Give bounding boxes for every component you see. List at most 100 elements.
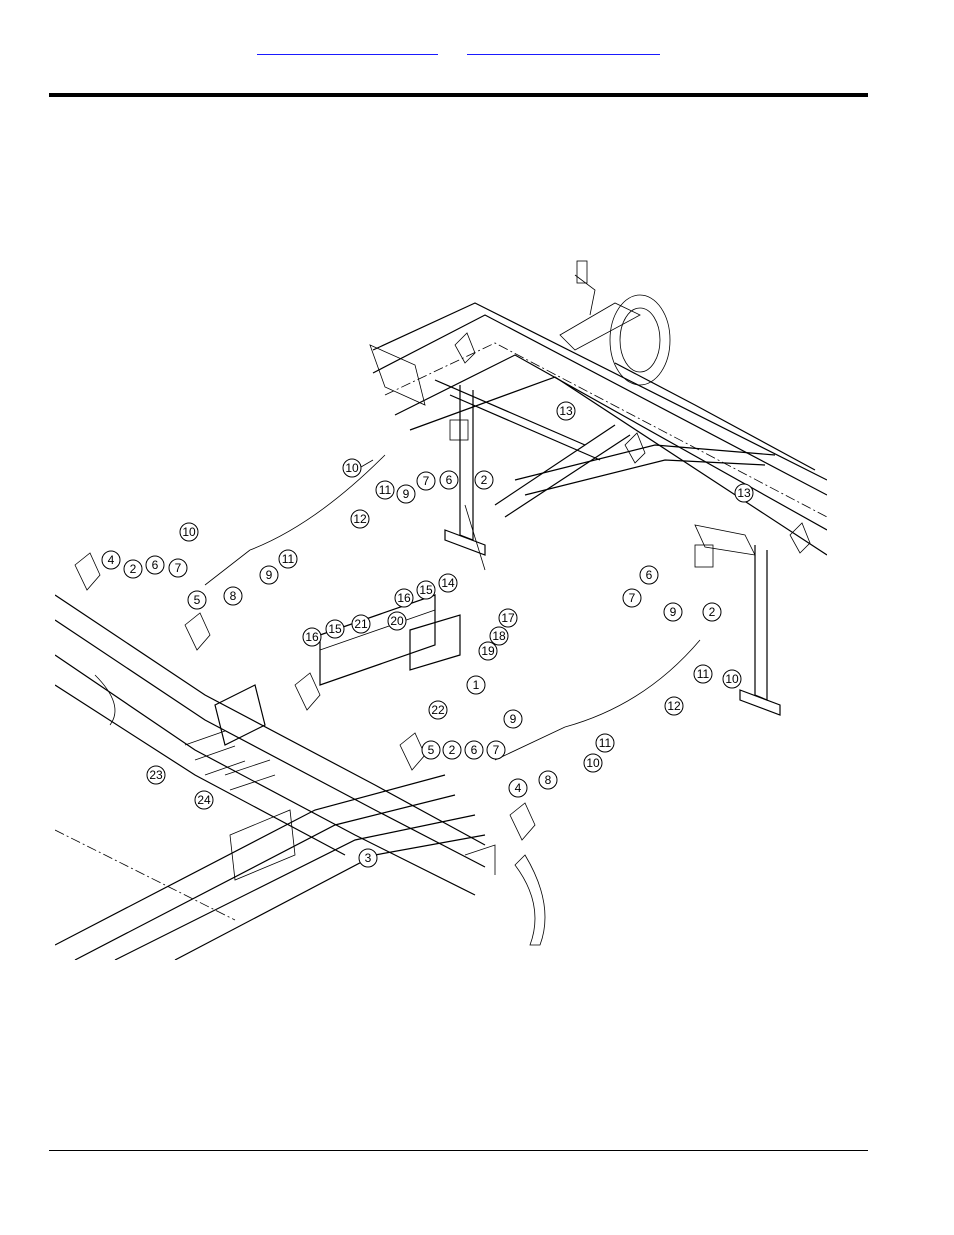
svg-text:19: 19	[481, 644, 495, 658]
top-rule	[49, 93, 868, 97]
svg-text:7: 7	[175, 561, 182, 575]
svg-text:3: 3	[365, 851, 372, 865]
svg-text:5: 5	[428, 743, 435, 757]
svg-text:1: 1	[473, 678, 480, 692]
callout-6: 6	[640, 566, 658, 584]
bottom-rule	[49, 1150, 868, 1151]
svg-text:4: 4	[515, 781, 522, 795]
header-link-2[interactable]	[467, 40, 660, 55]
svg-text:7: 7	[423, 474, 430, 488]
svg-text:8: 8	[545, 773, 552, 787]
svg-text:17: 17	[501, 611, 515, 625]
callout-11: 11	[376, 481, 394, 499]
svg-text:2: 2	[481, 473, 488, 487]
callout-10: 10	[343, 459, 373, 477]
svg-text:8: 8	[230, 589, 237, 603]
callout-6: 6	[146, 556, 164, 574]
callout-4: 4	[509, 779, 527, 797]
svg-text:6: 6	[471, 743, 478, 757]
callouts: 10 11 9 7 6 2 13 12 13 10 11 9 8 4 2 6 7…	[102, 402, 753, 867]
callout-9: 9	[504, 710, 522, 728]
callout-19: 19	[479, 642, 497, 660]
callout-10: 10	[723, 670, 741, 688]
callout-11: 11	[596, 734, 614, 752]
svg-text:9: 9	[266, 568, 273, 582]
callout-16: 16	[395, 589, 413, 607]
svg-text:11: 11	[697, 667, 710, 681]
svg-text:5: 5	[194, 593, 201, 607]
svg-text:14: 14	[441, 576, 455, 590]
svg-text:23: 23	[149, 768, 163, 782]
callout-6: 6	[440, 471, 458, 489]
svg-text:21: 21	[354, 617, 368, 631]
callout-5: 5	[188, 591, 206, 609]
callout-18: 18	[490, 627, 508, 645]
svg-text:10: 10	[586, 756, 600, 770]
callout-15: 15	[417, 581, 435, 599]
svg-text:6: 6	[646, 568, 653, 582]
svg-text:4: 4	[108, 553, 115, 567]
svg-text:24: 24	[197, 793, 211, 807]
svg-text:13: 13	[559, 404, 573, 418]
svg-text:9: 9	[510, 712, 517, 726]
callout-1: 1	[467, 676, 485, 694]
callout-24: 24	[195, 791, 213, 809]
callout-13: 13	[557, 402, 575, 420]
callout-7: 7	[623, 589, 641, 607]
svg-text:6: 6	[446, 473, 453, 487]
svg-text:9: 9	[670, 605, 677, 619]
svg-text:7: 7	[629, 591, 636, 605]
callout-2: 2	[443, 741, 461, 759]
callout-12: 12	[665, 697, 683, 715]
callout-10: 10	[180, 523, 198, 541]
callout-11: 11	[694, 665, 712, 683]
callout-7: 7	[487, 741, 505, 759]
callout-2: 2	[124, 560, 142, 578]
callout-12: 12	[351, 510, 369, 528]
callout-9: 9	[397, 485, 415, 503]
svg-text:20: 20	[390, 614, 404, 628]
svg-text:2: 2	[449, 743, 456, 757]
svg-text:11: 11	[282, 552, 295, 566]
callout-21: 21	[352, 615, 370, 633]
svg-text:2: 2	[709, 605, 716, 619]
svg-text:15: 15	[419, 583, 433, 597]
parts-diagram: 10 11 9 7 6 2 13 12 13 10 11 9 8 4 2 6 7…	[55, 255, 827, 960]
header-link-1[interactable]	[257, 40, 438, 55]
svg-text:13: 13	[737, 486, 751, 500]
callout-13: 13	[735, 484, 753, 502]
callout-15: 15	[326, 620, 344, 638]
callout-16: 16	[303, 628, 321, 646]
callout-6: 6	[465, 741, 483, 759]
svg-text:6: 6	[152, 558, 159, 572]
callout-17: 17	[499, 609, 517, 627]
svg-text:12: 12	[353, 512, 367, 526]
callout-3: 3	[359, 849, 377, 867]
svg-text:10: 10	[345, 461, 359, 475]
callout-22: 22	[429, 701, 447, 719]
svg-text:22: 22	[431, 703, 445, 717]
svg-text:16: 16	[305, 630, 319, 644]
callout-9: 9	[260, 566, 278, 584]
callout-7: 7	[169, 559, 187, 577]
svg-text:10: 10	[725, 672, 739, 686]
callout-8: 8	[224, 587, 242, 605]
svg-text:11: 11	[599, 736, 612, 750]
callout-23: 23	[147, 766, 165, 784]
svg-text:2: 2	[130, 562, 137, 576]
callout-8: 8	[539, 771, 557, 789]
callout-14: 14	[439, 574, 457, 592]
callout-5: 5	[422, 741, 440, 759]
svg-text:16: 16	[397, 591, 411, 605]
svg-text:12: 12	[667, 699, 681, 713]
callout-20: 20	[388, 612, 406, 630]
callout-7: 7	[417, 472, 435, 490]
rear-frame	[370, 261, 827, 715]
callout-2: 2	[703, 603, 721, 621]
svg-text:10: 10	[182, 525, 196, 539]
callout-10: 10	[584, 754, 602, 772]
svg-text:18: 18	[492, 629, 506, 643]
svg-text:9: 9	[403, 487, 410, 501]
cables	[205, 455, 700, 760]
callout-11: 11	[279, 550, 297, 568]
